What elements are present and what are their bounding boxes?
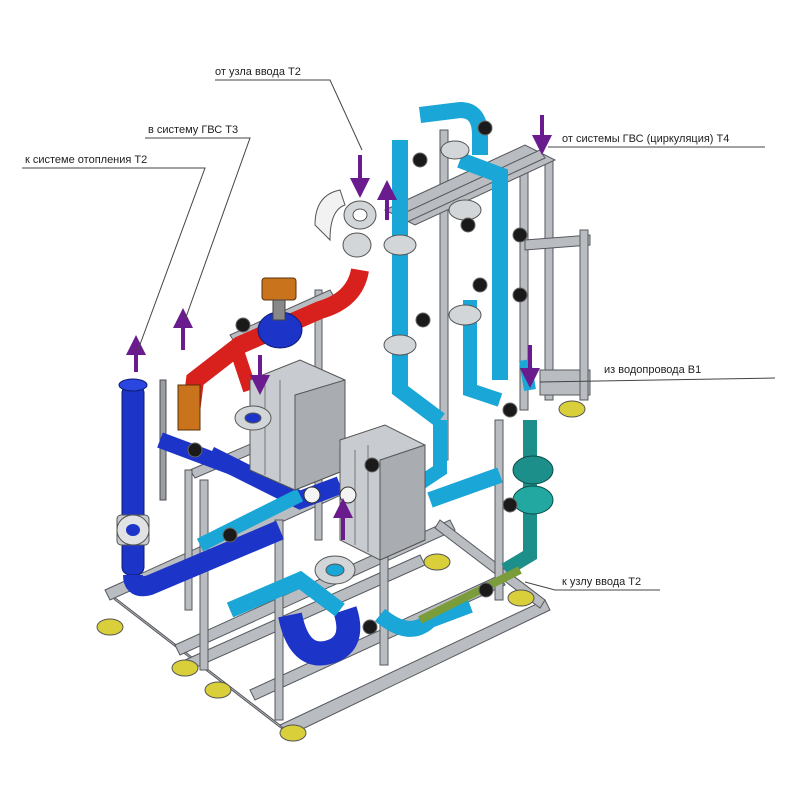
label-to-heating-t2: к системе отопления Т2 bbox=[25, 154, 147, 166]
leader-lines bbox=[22, 79, 776, 591]
flanges bbox=[234, 140, 482, 585]
label-from-dhw-circ-t4: от системы ГВС (циркуляция) Т4 bbox=[562, 133, 729, 145]
flow-meters bbox=[303, 486, 357, 504]
skid-feet bbox=[96, 400, 586, 742]
pressure-gauges bbox=[187, 120, 528, 635]
plate-heat-exchanger-2 bbox=[339, 424, 426, 561]
circulation-pipes bbox=[418, 420, 554, 624]
flow-arrows bbox=[126, 115, 552, 540]
label-to-input-t2: к узлу ввода Т2 bbox=[562, 576, 641, 588]
label-to-dhw-t3: в систему ГВС Т3 bbox=[148, 124, 238, 136]
label-from-input-t2: от узла ввода Т2 bbox=[215, 66, 301, 78]
heating-supply-pipes bbox=[177, 267, 369, 431]
butterfly-valve-handle bbox=[314, 189, 346, 242]
label-from-water-b1: из водопровода В1 bbox=[604, 364, 701, 376]
plate-heat-exchanger-1 bbox=[249, 359, 346, 491]
